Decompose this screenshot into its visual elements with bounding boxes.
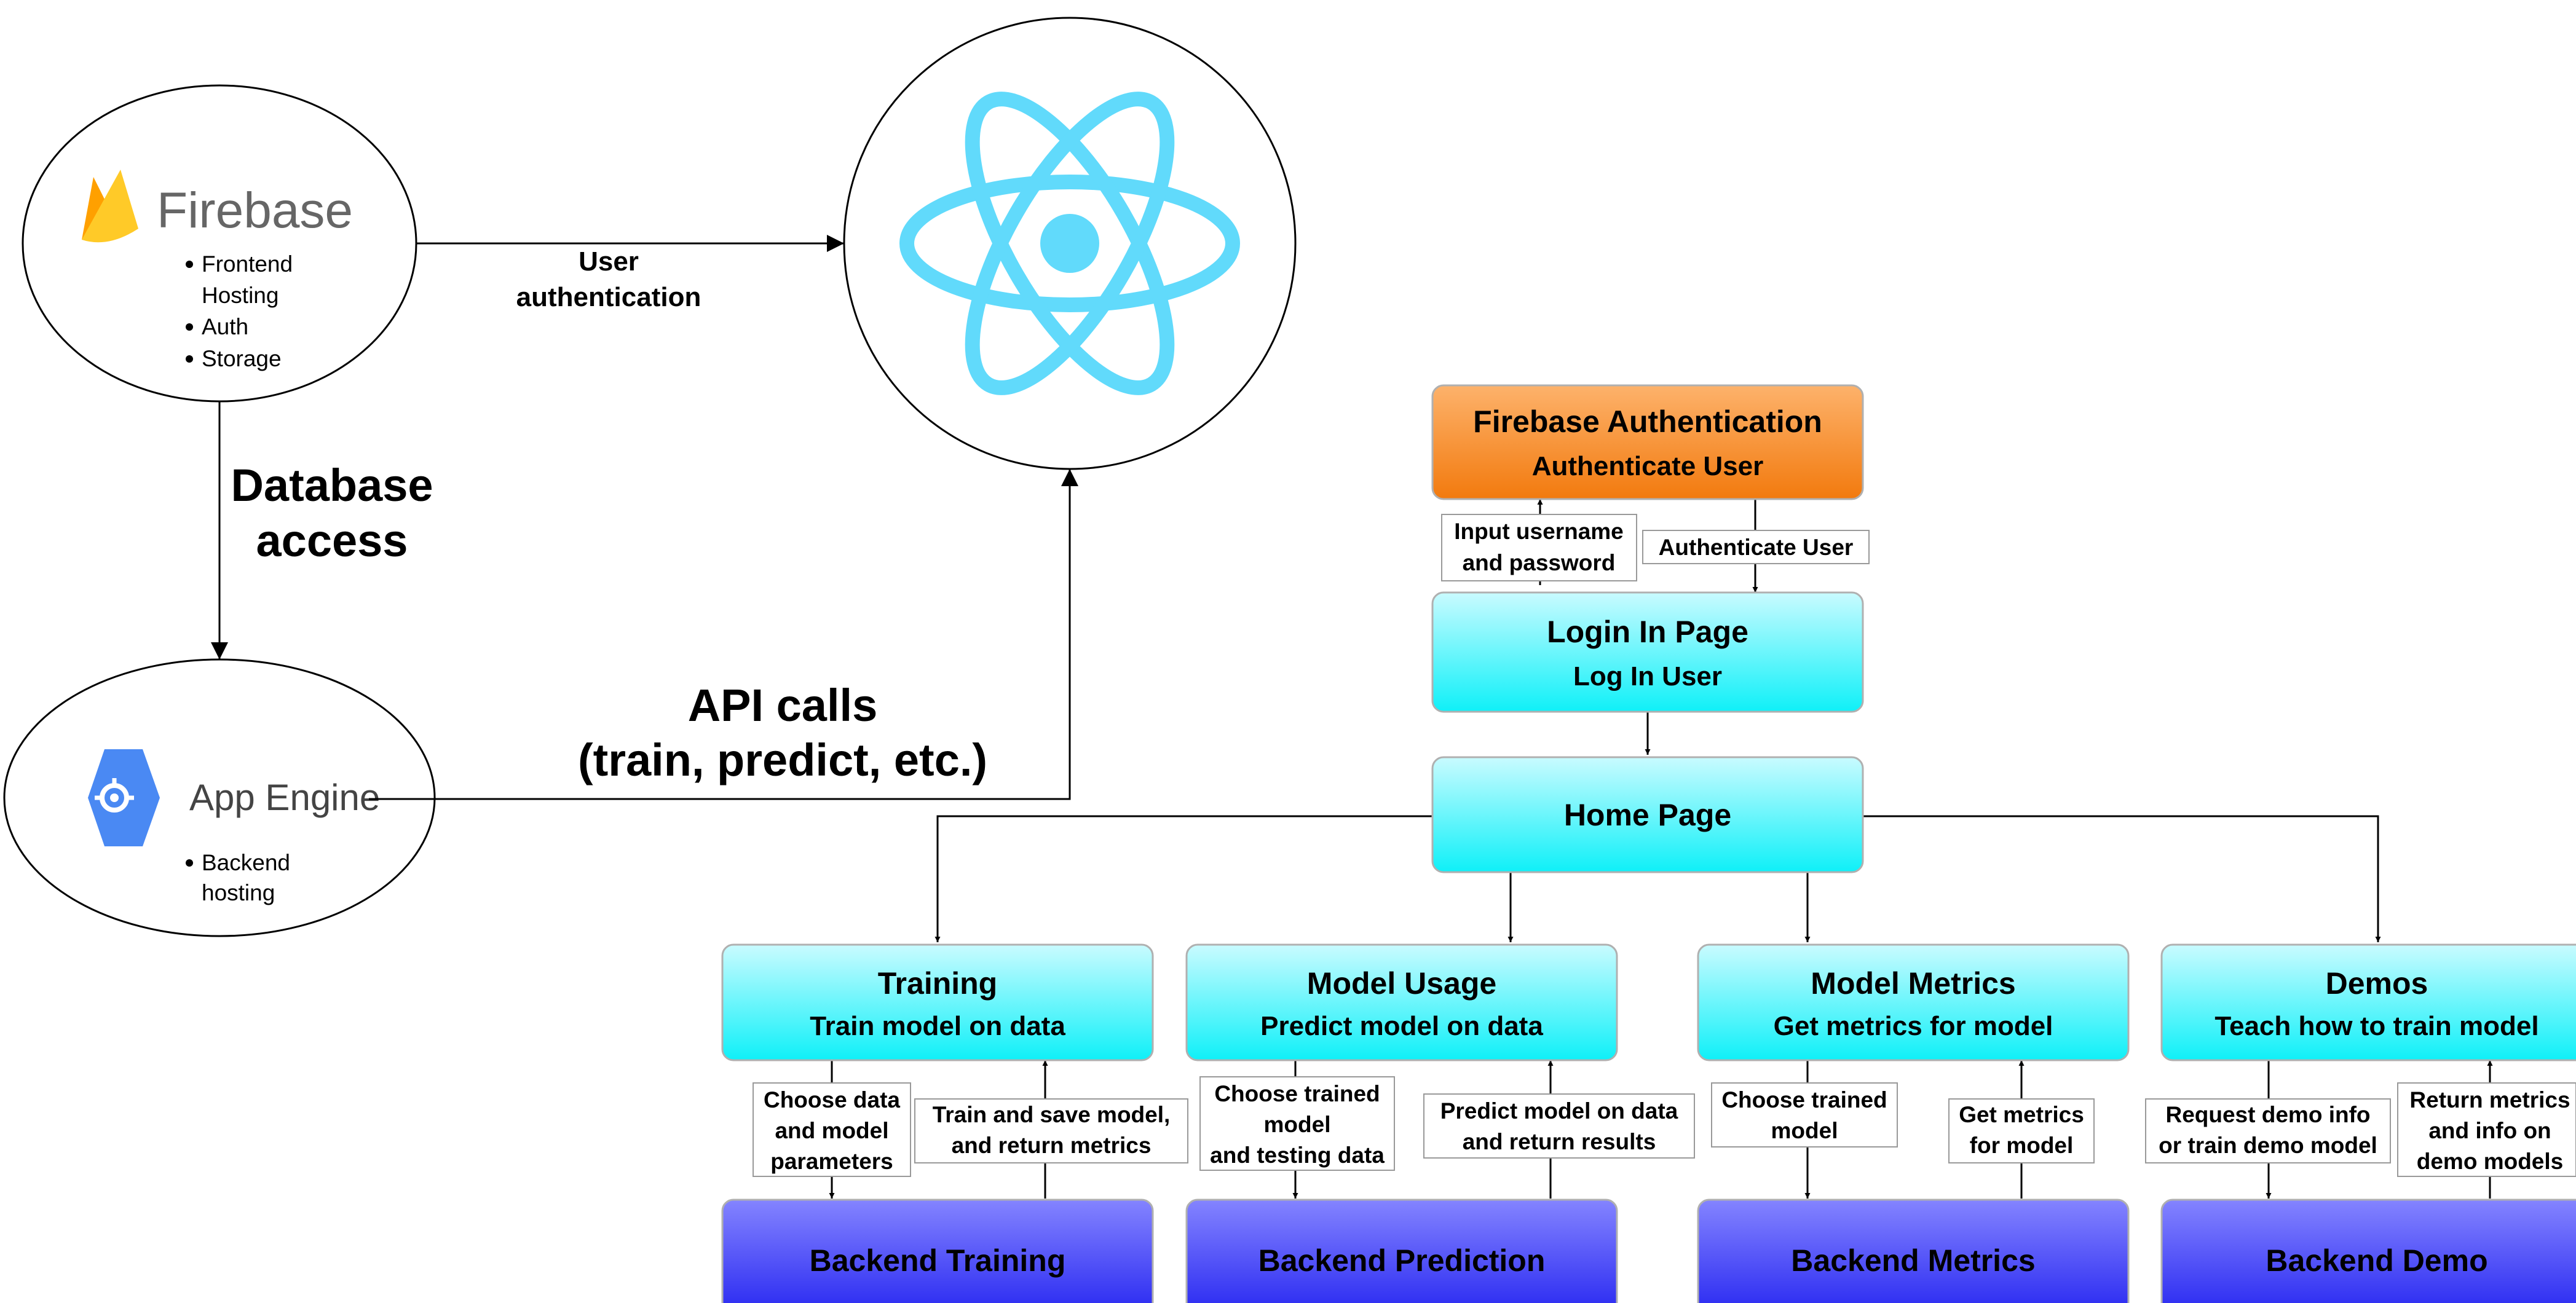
bullet-dot: [186, 323, 193, 331]
edge-label-authentication: authentication: [516, 282, 701, 312]
node-firebase-authentication-subtitle: Authenticate User: [1532, 451, 1764, 481]
node-training-subtitle: Train model on data: [810, 1011, 1065, 1041]
svg-text:Train and save model,: Train and save model,: [933, 1102, 1171, 1127]
firebase-bullet-frontend: Frontend: [202, 251, 293, 277]
appengine-ellipse: [3, 658, 436, 937]
svg-text:and password: and password: [1463, 550, 1616, 575]
firebase-bullet-auth: Auth: [202, 314, 248, 339]
firebase-logo-text: Firebase: [157, 183, 353, 238]
svg-text:and info on: and info on: [2428, 1118, 2551, 1143]
edge-api-calls: [369, 469, 1078, 800]
node-backend-demo-title: Backend Demo: [2266, 1243, 2487, 1278]
svg-text:and model: and model: [775, 1118, 888, 1143]
edge-label-access: access: [256, 515, 408, 566]
react-logo-icon: [899, 92, 1240, 395]
svg-text:or train demo model: or train demo model: [2159, 1133, 2377, 1158]
node-login-page-subtitle: Log In User: [1573, 661, 1722, 691]
edge-label-api-examples: (train, predict, etc.): [578, 734, 987, 785]
node-model-metrics: [1697, 943, 2130, 1061]
node-demos-subtitle: Teach how to train model: [2214, 1011, 2538, 1041]
firebase-logo-icon: [82, 170, 138, 243]
svg-text:Choose trained: Choose trained: [1721, 1087, 1887, 1112]
flow-label-get-metrics: Get metrics for model: [1948, 1098, 2095, 1163]
node-model-metrics-title: Model Metrics: [1811, 966, 2015, 1001]
node-home-page: [1431, 756, 1864, 873]
svg-text:Predict model on data: Predict model on data: [1440, 1098, 1678, 1124]
node-model-usage-subtitle: Predict model on data: [1260, 1011, 1543, 1041]
svg-text:parameters: parameters: [770, 1149, 893, 1174]
svg-text:Input username: Input username: [1454, 519, 1624, 544]
flow-label-return-metrics: Return metrics and info on demo models: [2397, 1082, 2576, 1177]
firebase-bullet-storage: Storage: [202, 346, 282, 371]
node-model-usage-title: Model Usage: [1307, 966, 1496, 1001]
node-backend-demo: [2160, 1199, 2576, 1303]
svg-text:for model: for model: [1970, 1133, 2074, 1158]
node-home-page-title: Home Page: [1564, 798, 1731, 832]
svg-text:Choose data: Choose data: [764, 1087, 900, 1112]
svg-text:model: model: [1264, 1112, 1331, 1137]
react-core-icon: [1040, 214, 1099, 273]
edge-label-database: Database: [231, 460, 433, 511]
appengine-bullet-hosting: hosting: [202, 880, 275, 905]
svg-text:and return metrics: and return metrics: [952, 1133, 1152, 1158]
node-firebase-authentication-title: Firebase Authentication: [1473, 404, 1822, 439]
svg-text:and testing data: and testing data: [1210, 1143, 1385, 1168]
node-demos: [2160, 943, 2576, 1061]
edge-label-api-calls: API calls: [688, 680, 878, 731]
node-training: [721, 943, 1154, 1061]
node-backend-metrics-title: Backend Metrics: [1791, 1243, 2035, 1278]
firebase-bullet-hosting: Hosting: [202, 283, 279, 308]
node-firebase-authentication: [1431, 384, 1864, 500]
flow-label-train-save: Train and save model, and return metrics: [914, 1098, 1188, 1163]
node-login-page: [1431, 591, 1864, 713]
node-backend-training: [721, 1199, 1154, 1303]
flow-label-choose-trained-testing: Choose trained model and testing data: [1199, 1076, 1395, 1171]
flow-label-authenticate-user: Authenticate User: [1642, 530, 1870, 564]
edge-label-user: User: [579, 246, 639, 277]
node-training-title: Training: [878, 966, 997, 1001]
node-backend-prediction: [1185, 1199, 1618, 1303]
node-backend-metrics: [1697, 1199, 2130, 1303]
node-backend-training-title: Backend Training: [810, 1243, 1066, 1278]
svg-text:Request demo info: Request demo info: [2165, 1102, 2370, 1127]
appengine-logo-text: App Engine: [189, 777, 380, 818]
node-backend-prediction-title: Backend Prediction: [1258, 1243, 1546, 1278]
node-demos-title: Demos: [2326, 966, 2428, 1001]
flow-label-predict-return: Predict model on data and return results: [1423, 1093, 1695, 1159]
flow-label-choose-data: Choose data and model parameters: [753, 1082, 911, 1177]
bullet-dot: [186, 355, 193, 363]
svg-text:Choose trained: Choose trained: [1214, 1081, 1380, 1106]
bullet-dot: [186, 859, 193, 867]
svg-text:Authenticate User: Authenticate User: [1659, 535, 1854, 560]
flow-label-choose-trained: Choose trained model: [1711, 1082, 1898, 1148]
node-model-metrics-subtitle: Get metrics for model: [1774, 1011, 2053, 1041]
bullet-dot: [186, 261, 193, 268]
svg-text:model: model: [1771, 1118, 1838, 1143]
appengine-logo-icon: [88, 749, 160, 846]
svg-text:and return results: and return results: [1463, 1129, 1656, 1154]
node-login-page-title: Login In Page: [1547, 615, 1748, 649]
svg-text:Return metrics: Return metrics: [2409, 1087, 2570, 1112]
flow-label-input-username: Input username and password: [1441, 514, 1637, 581]
svg-text:demo models: demo models: [2417, 1149, 2564, 1174]
node-model-usage: [1185, 943, 1618, 1061]
appengine-bullet-backend: Backend: [202, 850, 290, 875]
flow-label-request-demo: Request demo info or train demo model: [2145, 1098, 2391, 1163]
svg-text:Get metrics: Get metrics: [1959, 1102, 2084, 1127]
